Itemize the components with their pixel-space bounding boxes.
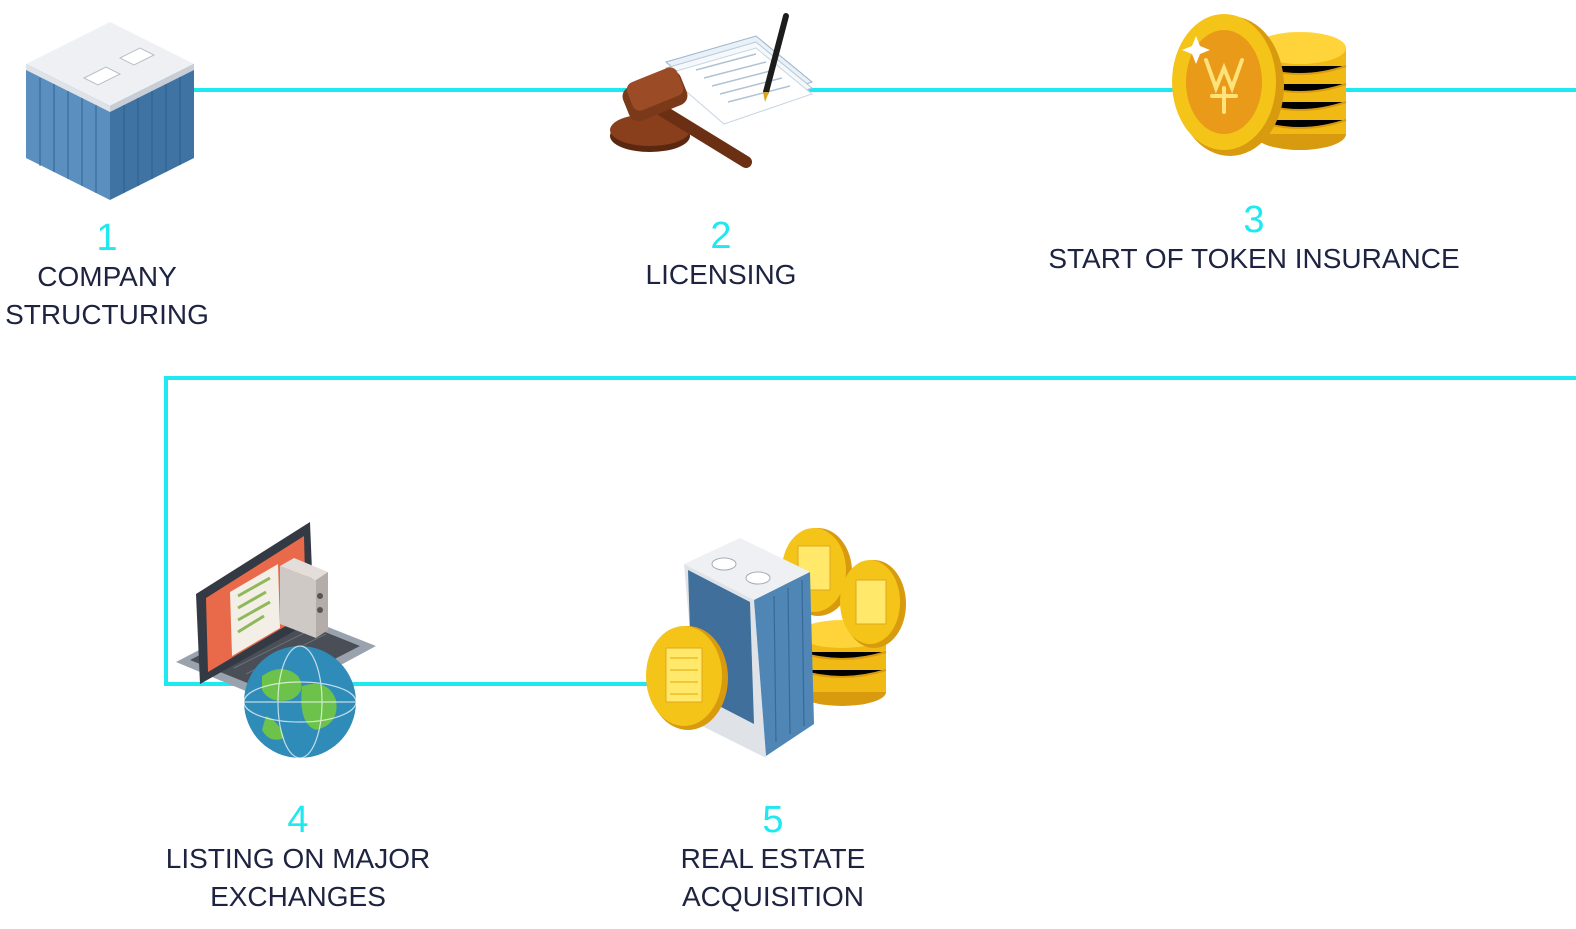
step-1: 1 COMPANY STRUCTURING: [0, 218, 214, 334]
building-coins-icon: [646, 528, 906, 758]
step-4-number: 4: [287, 799, 309, 841]
step-1-label: COMPANY STRUCTURING: [5, 261, 209, 330]
step-4-label: LISTING ON MAJOR EXCHANGES: [165, 843, 431, 912]
step-2-number: 2: [710, 215, 732, 257]
step-5: 5 REAL ESTATE ACQUISITION: [640, 800, 906, 916]
step-4: 4 LISTING ON MAJOR EXCHANGES: [150, 800, 446, 916]
step-3-number: 3: [1243, 199, 1265, 241]
office-building-icon: [26, 22, 194, 200]
step-5-label: REAL ESTATE ACQUISITION: [680, 843, 866, 912]
laptop-globe-icon: [176, 522, 376, 758]
step-1-number: 1: [96, 217, 118, 259]
step-3: 3 START OF TOKEN INSURANCE: [1040, 200, 1468, 278]
step-5-number: 5: [762, 799, 784, 841]
step-3-label: START OF TOKEN INSURANCE: [1048, 243, 1460, 274]
step-2: 2 LICENSING: [600, 216, 842, 294]
token-coins-icon: [1172, 14, 1347, 156]
gavel-document-icon: [610, 13, 814, 168]
step-2-label: LICENSING: [645, 259, 797, 290]
